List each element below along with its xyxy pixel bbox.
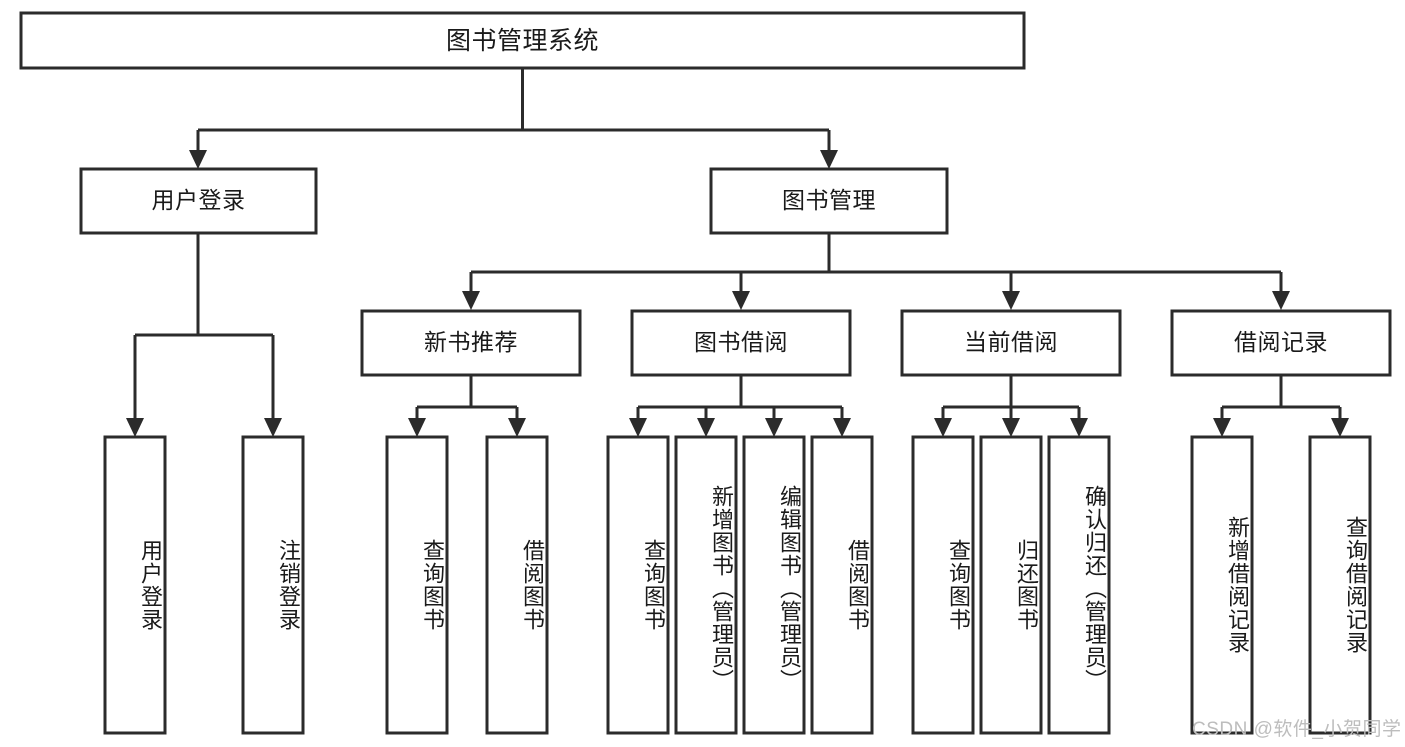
arrow-head-user-login <box>189 150 207 169</box>
arrow-head-leaf-edit-book <box>765 418 783 437</box>
arrow-head-book-borrow <box>732 291 750 310</box>
arrow-head-leaf-query-book-1 <box>408 418 426 437</box>
node-box-leaf-edit-book[interactable] <box>742 435 806 735</box>
arrow-head-leaf-add-book <box>697 418 715 437</box>
arrow-head-borrow-record <box>1272 291 1290 310</box>
arrow-head-leaf-confirm-return <box>1070 418 1088 437</box>
node-box-leaf-logout-login[interactable] <box>241 435 305 735</box>
connectors-book-management <box>462 233 1290 310</box>
node-box-leaf-query-record[interactable] <box>1308 435 1372 735</box>
connectors-book-borrow <box>629 375 851 437</box>
csdn-watermark: CSDN @软件_小贺同学 <box>1192 719 1402 740</box>
arrow-head-leaf-borrow-book-1 <box>508 418 526 437</box>
node-box-leaf-add-record[interactable] <box>1190 435 1254 735</box>
node-box-book-borrow[interactable] <box>630 309 852 377</box>
arrow-head-leaf-return-book <box>1002 418 1020 437</box>
node-box-borrow-record[interactable] <box>1170 309 1392 377</box>
node-box-leaf-user-login[interactable] <box>103 435 167 735</box>
node-box-leaf-confirm-return[interactable] <box>1047 435 1111 735</box>
arrow-head-leaf-query-book-2 <box>629 418 647 437</box>
node-box-current-borrow[interactable] <box>900 309 1122 377</box>
node-box-leaf-query-book-2[interactable] <box>606 435 670 735</box>
connectors-new-book-recommend <box>408 375 526 437</box>
connectors-root <box>189 68 838 169</box>
node-box-book-management[interactable] <box>709 167 949 235</box>
connectors-user-login <box>126 233 282 437</box>
arrow-head-book-management <box>820 150 838 169</box>
connectors-current-borrow <box>934 375 1088 437</box>
arrow-head-leaf-query-record <box>1331 418 1349 437</box>
node-box-user-login[interactable] <box>79 167 318 235</box>
node-box-leaf-query-book-1[interactable] <box>385 435 449 735</box>
arrow-head-leaf-user-login <box>126 418 144 437</box>
node-box-leaf-return-book[interactable] <box>979 435 1043 735</box>
node-box-leaf-borrow-book-1[interactable] <box>485 435 549 735</box>
arrow-head-current-borrow <box>1002 291 1020 310</box>
node-box-title[interactable] <box>19 11 1026 70</box>
connectors-borrow-record <box>1213 375 1349 437</box>
arrow-head-new-book-recommend <box>462 291 480 310</box>
node-box-leaf-add-book[interactable] <box>674 435 738 735</box>
arrow-head-leaf-logout-login <box>264 418 282 437</box>
node-box-new-book-recommend[interactable] <box>360 309 582 377</box>
node-box-leaf-query-book-3[interactable] <box>911 435 975 735</box>
arrow-head-leaf-borrow-book-2 <box>833 418 851 437</box>
arrow-head-leaf-add-record <box>1213 418 1231 437</box>
arrow-head-leaf-query-book-3 <box>934 418 952 437</box>
node-box-leaf-borrow-book-2[interactable] <box>810 435 874 735</box>
